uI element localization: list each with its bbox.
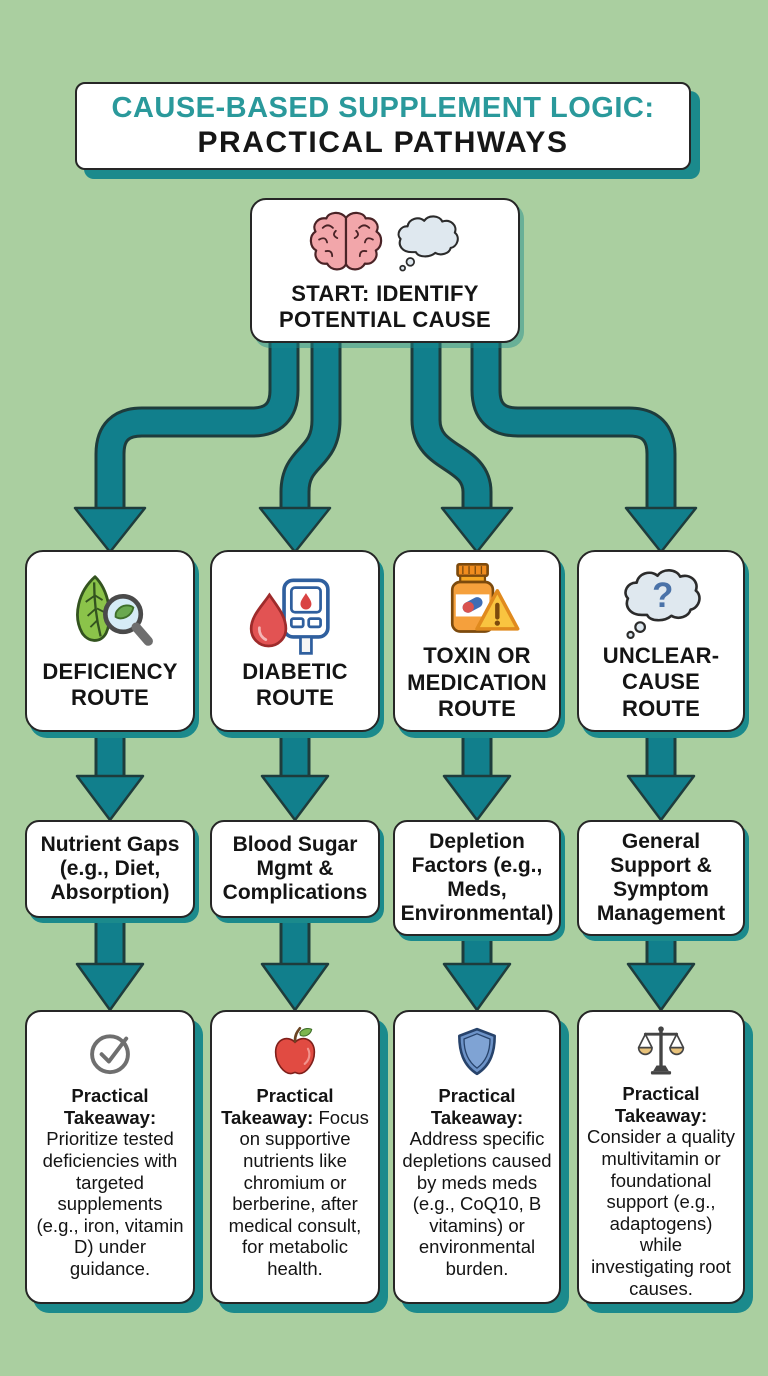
factor-box-depletion-factors: Depletion Factors (e.g., Meds, Environme…	[393, 820, 561, 936]
takeaway-text: Practical Takeaway: Focus on supportive …	[221, 1085, 369, 1280]
start-box: START: IDENTIFY POTENTIAL CAUSE	[250, 198, 520, 343]
takeaway-box-deficiency: Practical Takeaway: Prioritize tested de…	[25, 1010, 195, 1304]
start-label: START: IDENTIFY POTENTIAL CAUSE	[279, 280, 491, 332]
takeaway-box-unclear-cause: Practical Takeaway: Consider a quality m…	[577, 1010, 745, 1304]
pill-bottle-warning-icon	[429, 559, 525, 643]
takeaway-text: Practical Takeaway: Prioritize tested de…	[36, 1085, 184, 1280]
question-cloud-icon: ?	[617, 560, 705, 643]
leaf-magnifier-icon	[62, 571, 158, 659]
thought-cloud-icon	[392, 209, 462, 278]
factor-box-nutrient-gaps: Nutrient Gaps (e.g., Diet, Absorption)	[25, 820, 195, 918]
factor-box-general-support: General Support & Symptom Management	[577, 820, 745, 936]
title-box: CAUSE-BASED SUPPLEMENT LOGIC: PRACTICAL …	[75, 82, 691, 170]
route-box-unclear-cause: ? UNCLEAR-CAUSE ROUTE	[577, 550, 745, 732]
route-label: DIABETIC ROUTE	[242, 658, 348, 710]
takeaway-box-diabetic: Practical Takeaway: Focus on supportive …	[210, 1010, 380, 1304]
factor-label: Nutrient Gaps (e.g., Diet, Absorption)	[40, 833, 180, 904]
takeaway-text: Practical Takeaway: Address specific dep…	[402, 1085, 552, 1280]
svg-text:?: ?	[652, 577, 673, 615]
factor-label: Depletion Factors (e.g., Meds, Environme…	[400, 830, 554, 925]
apple-icon	[268, 1024, 322, 1080]
title-line-1: CAUSE-BASED SUPPLEMENT LOGIC:	[111, 92, 655, 124]
route-label: TOXIN OR MEDICATION ROUTE	[407, 643, 547, 722]
brain-icon	[308, 209, 384, 278]
route-label: UNCLEAR-CAUSE ROUTE	[602, 642, 720, 721]
takeaway-text: Practical Takeaway: Consider a quality m…	[586, 1083, 736, 1299]
route-box-diabetic: DIABETIC ROUTE	[210, 550, 380, 732]
factor-box-blood-sugar: Blood Sugar Mgmt & Complications	[210, 820, 380, 918]
takeaway-box-toxin-medication: Practical Takeaway: Address specific dep…	[393, 1010, 561, 1304]
scales-icon	[633, 1024, 689, 1078]
blood-drop-glucose-meter-icon	[249, 571, 341, 659]
factor-label: General Support & Symptom Management	[596, 830, 726, 925]
title-line-2: PRACTICAL PATHWAYS	[197, 126, 569, 159]
route-box-deficiency: DEFICIENCY ROUTE	[25, 550, 195, 732]
factor-label: Blood Sugar Mgmt & Complications	[222, 833, 368, 904]
route-label: DEFICIENCY ROUTE	[42, 658, 178, 710]
route-box-toxin-medication: TOXIN OR MEDICATION ROUTE	[393, 550, 561, 732]
shield-icon	[451, 1024, 503, 1080]
check-circle-icon	[82, 1024, 138, 1080]
start-icons	[308, 209, 462, 277]
